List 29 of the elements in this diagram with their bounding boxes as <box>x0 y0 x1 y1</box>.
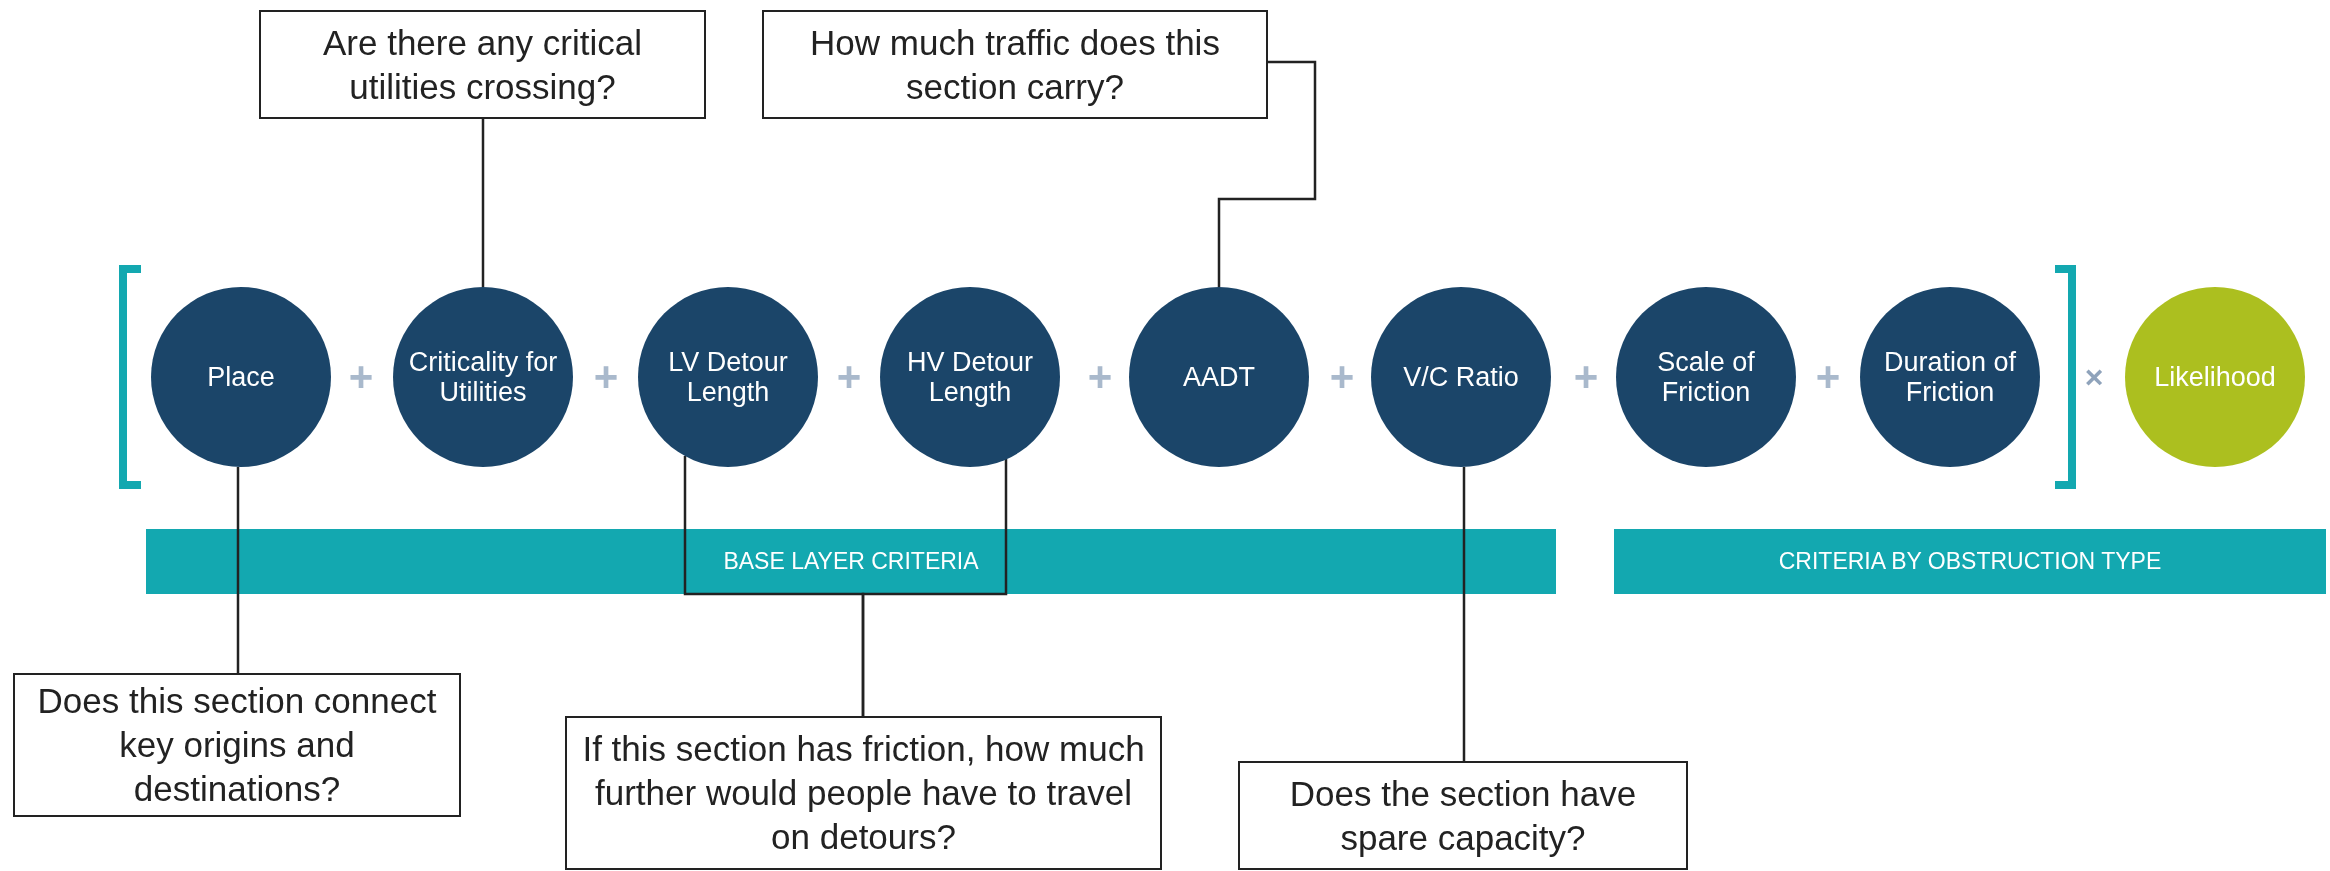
leader-line <box>1462 467 1466 761</box>
criterion-circle: Likelihood <box>2125 287 2305 467</box>
question-callout: If this section has friction, how much further would people have to travel on detours? <box>565 716 1162 870</box>
leader-line <box>861 459 1008 716</box>
multiply-sign: × <box>2084 361 2104 393</box>
question-callout: Are there any critical utilities crossing? <box>259 10 706 119</box>
criterion-circle: Duration of Friction <box>1860 287 2040 467</box>
plus-sign: + <box>593 356 619 398</box>
leader-line <box>236 467 240 673</box>
leader-line <box>481 119 485 287</box>
plus-sign: + <box>1329 356 1355 398</box>
leader-line <box>1217 60 1317 287</box>
plus-sign: + <box>836 356 862 398</box>
criterion-circle: Criticality for Utilities <box>393 287 573 467</box>
plus-sign: + <box>348 356 374 398</box>
plus-sign: + <box>1815 356 1841 398</box>
category-band: BASE LAYER CRITERIA <box>146 529 1556 594</box>
criterion-circle: Place <box>151 287 331 467</box>
criterion-circle: Scale of Friction <box>1616 287 1796 467</box>
criterion-circle: HV Detour Length <box>880 287 1060 467</box>
question-callout: How much traffic does this section carry? <box>762 10 1268 119</box>
criterion-circle: AADT <box>1129 287 1309 467</box>
question-callout: Does this section connect key origins and destinations? <box>13 673 461 817</box>
criterion-circle: LV Detour Length <box>638 287 818 467</box>
criterion-circle: V/C Ratio <box>1371 287 1551 467</box>
question-callout: Does the section have spare capacity? <box>1238 761 1688 870</box>
category-band: CRITERIA BY OBSTRUCTION TYPE <box>1614 529 2326 594</box>
plus-sign: + <box>1573 356 1599 398</box>
plus-sign: + <box>1087 356 1113 398</box>
